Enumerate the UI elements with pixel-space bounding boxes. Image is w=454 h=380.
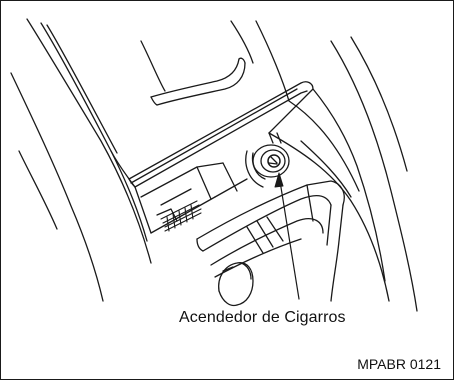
console-body-right bbox=[268, 36, 418, 312]
left-trim-lines bbox=[10, 18, 152, 302]
upper-console-handle bbox=[140, 20, 290, 106]
ridged-insert bbox=[160, 200, 202, 232]
lower-knob bbox=[218, 262, 254, 307]
ashtray-compartment bbox=[134, 162, 248, 234]
callout-leader bbox=[274, 172, 300, 300]
lighter-callout-label: Acendedor de Cigarros bbox=[179, 309, 346, 326]
cigarette-lighter bbox=[245, 132, 290, 188]
figure-code: MPABR 0121 bbox=[357, 356, 441, 372]
shifter-surround bbox=[196, 180, 345, 302]
